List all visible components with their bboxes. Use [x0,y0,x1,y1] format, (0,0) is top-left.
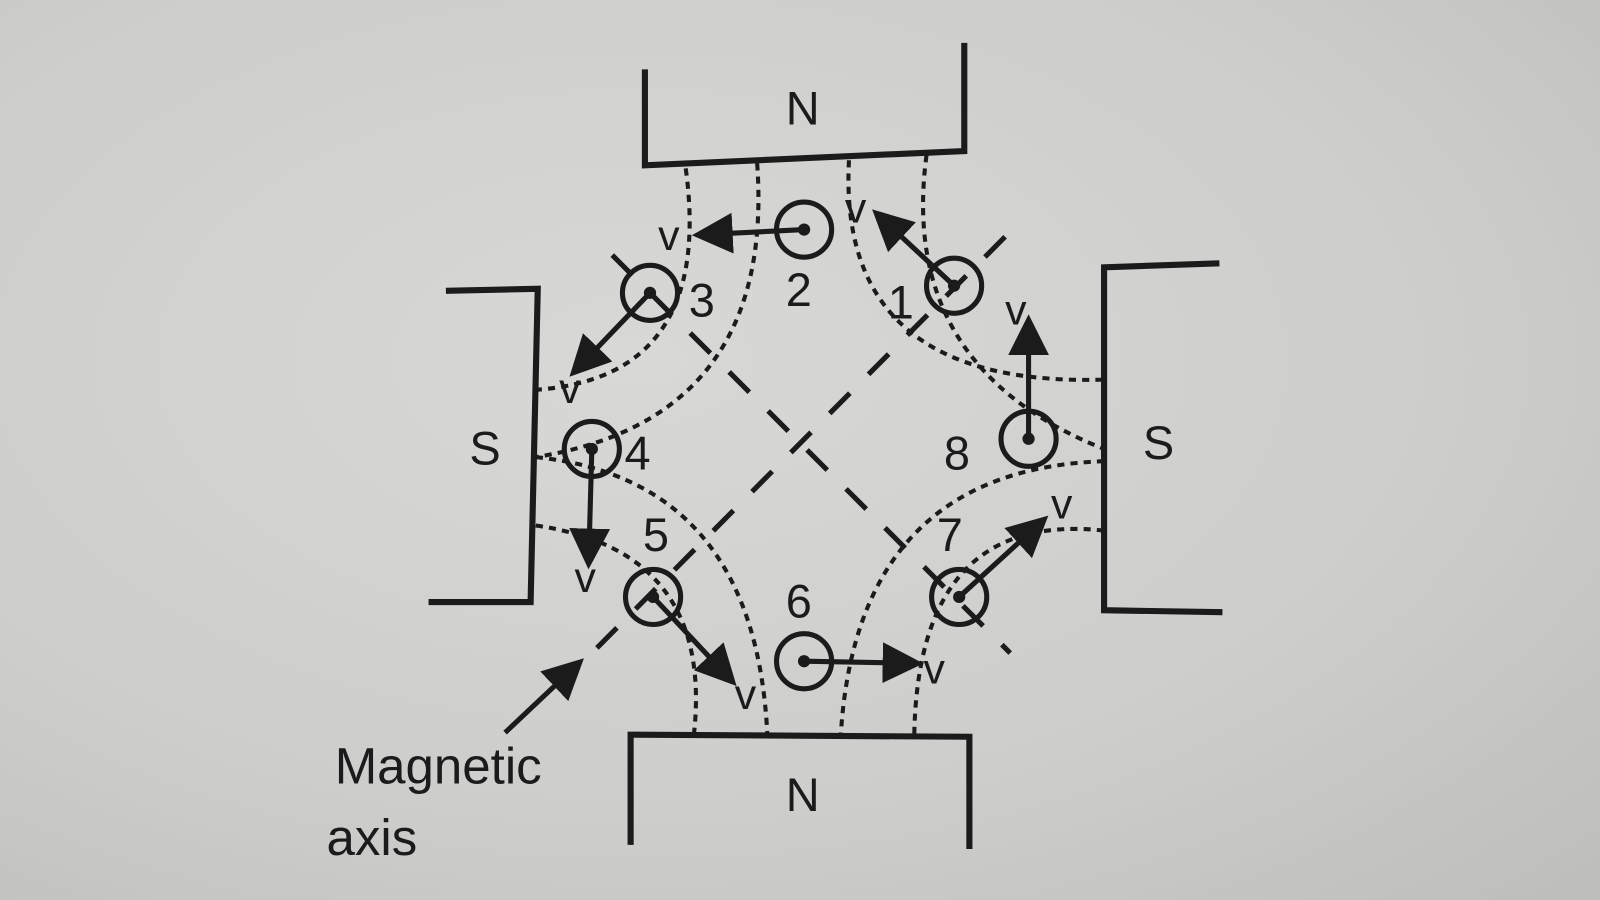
conductor-circle [622,566,684,628]
conductor-4: v4 [561,418,651,602]
pole-right [1101,260,1223,616]
velocity-label: v [559,365,581,413]
conductor-5: v5 [622,509,757,719]
pole-label-left: S [469,422,500,474]
conductor-1: v1 [845,184,985,328]
velocity-arrow [804,642,924,684]
velocity-arrow [872,209,956,288]
conductor-number: 2 [786,264,812,316]
conductor-2: v2 [658,199,835,316]
annotation-arrow [503,658,584,735]
magnetic-axis-1 [610,253,1013,655]
pole-bottom [627,731,973,849]
velocity-arrow [651,595,737,687]
pole-left [428,285,541,606]
conductor-6: v6 [773,575,945,694]
conductor-circle [923,255,985,316]
conductor-circle [929,566,990,628]
conductor-number: 3 [689,274,715,326]
conductor-number: 8 [944,427,970,479]
pole-label-top: N [786,82,820,134]
conductor-number: 7 [937,509,963,561]
velocity-arrow [569,448,611,570]
conductor-number: 4 [624,427,650,479]
pole-label-bottom: N [786,769,820,821]
current-dot-icon [797,223,811,236]
conductor-number: 5 [643,509,669,561]
conductor-3: v3 [559,262,715,413]
conductor-number: 6 [786,575,812,627]
velocity-label: v [574,554,596,602]
conductor-7: v7 [929,480,1073,628]
velocity-label: v [845,184,867,232]
velocity-arrow [569,291,652,377]
annotation-line2: axis [327,809,418,866]
velocity-arrow [691,212,805,254]
velocity-label: v [923,646,945,694]
annotation-line1: Magnetic [335,738,542,795]
velocity-label: v [658,212,680,260]
conductor-number: 1 [888,276,914,328]
magnetic-axis-2 [595,234,1007,650]
conductor-8: v8 [944,286,1059,479]
velocity-label: v [1051,480,1073,528]
conductor-circle [619,262,681,323]
velocity-arrow [957,515,1049,599]
pole-label-right: S [1143,417,1174,469]
velocity-label: v [1005,286,1027,334]
velocity-label: v [735,671,757,719]
pole-top [641,42,968,169]
